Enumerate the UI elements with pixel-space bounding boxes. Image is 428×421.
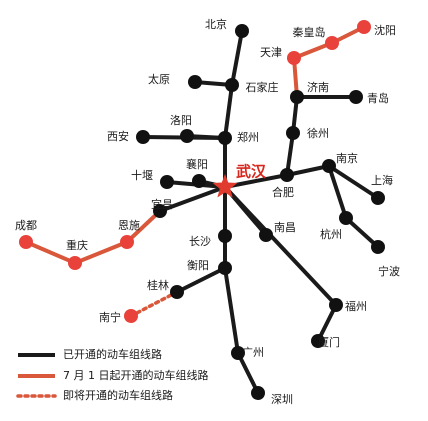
station-dot-xiangyang (192, 174, 206, 188)
hub-star-icon (212, 174, 238, 198)
city-label-xuzhou: 徐州 (307, 126, 329, 140)
city-label-shenyang: 沈阳 (374, 23, 396, 37)
station-dot-zhengzhou (218, 131, 232, 145)
city-label-chongqing: 重庆 (66, 238, 88, 252)
city-label-jinan: 济南 (307, 80, 329, 94)
city-label-chengdu: 成都 (15, 219, 37, 232)
city-label-hefei: 合肥 (272, 185, 294, 199)
city-label-tianjin: 天津 (260, 46, 282, 59)
station-dot-hangzhou (339, 211, 353, 225)
route-line-opened (223, 95, 299, 189)
city-label-xian: 西安 (107, 129, 129, 143)
station-dot-qinhuangdao (325, 36, 339, 50)
nodes-layer (19, 20, 385, 400)
station-dot-fuzhou (329, 298, 343, 312)
city-label-nanning: 南宁 (99, 310, 121, 324)
city-label-hengyang: 衡阳 (187, 259, 209, 272)
station-dot-beijing (235, 24, 249, 38)
city-label-qingdao: 青岛 (367, 91, 389, 105)
station-dot-guilin (170, 285, 184, 299)
station-dot-xiamen (311, 334, 325, 348)
city-label-shanghai: 上海 (371, 173, 393, 187)
route-line-planned (129, 290, 179, 318)
hub-layer: 武汉 (212, 163, 267, 198)
station-dot-yichang (153, 204, 167, 218)
city-label-ningbo: 宁波 (378, 264, 400, 278)
city-label-guangzhou: 广州 (242, 346, 264, 359)
city-label-xiangyang: 襄阳 (186, 157, 208, 171)
station-dot-enshi (120, 235, 134, 249)
city-label-taiyuan: 太原 (148, 73, 170, 86)
city-label-enshi: 恩施 (118, 219, 140, 232)
route-line-opened (223, 29, 244, 189)
station-dot-chengdu (19, 235, 33, 249)
station-dot-taiyuan (188, 75, 202, 89)
station-dot-chongqing (68, 256, 82, 270)
station-dot-shanghai (371, 191, 385, 205)
station-dot-hefei (280, 168, 294, 182)
city-label-shijiazhuang: 石家庄 (246, 80, 279, 94)
station-dot-shenzhen (251, 386, 265, 400)
station-dot-nanjing (322, 159, 336, 173)
city-label-qinhuangdao: 秦皇岛 (293, 25, 326, 39)
station-dot-luoyang (180, 129, 194, 143)
station-dot-jinan (290, 90, 304, 104)
station-dot-tianjin (287, 51, 301, 65)
station-dot-nanning (124, 309, 138, 323)
city-label-luoyang: 洛阳 (170, 113, 192, 127)
city-label-changsha: 长沙 (189, 235, 211, 248)
city-label-shiyan: 十堰 (131, 168, 153, 182)
station-dot-ningbo (371, 240, 385, 254)
route-line-opened (158, 185, 227, 213)
station-dot-guangzhou (231, 346, 245, 360)
city-label-beijing: 北京 (205, 17, 227, 31)
station-dot-changsha (218, 229, 232, 243)
station-dot-xian (136, 130, 150, 144)
city-label-xiamen: 厦门 (318, 335, 340, 349)
station-dot-shiyan (160, 175, 174, 189)
station-dot-shenyang (357, 20, 371, 34)
city-label-shenzhen: 深圳 (271, 393, 293, 406)
city-label-yichang: 宜昌 (151, 197, 173, 211)
city-label-guilin: 桂林 (147, 278, 169, 292)
legend-label-planned: 即将开通的动车组线路 (63, 388, 173, 402)
route-line-opened (223, 185, 338, 343)
route-line-opening_jul1 (24, 209, 162, 265)
route-line-opening_jul1 (292, 25, 366, 99)
station-dot-xuzhou (286, 126, 300, 140)
station-dot-shijiazhuang (225, 78, 239, 92)
station-dot-hengyang (218, 261, 232, 275)
city-label-fuzhou: 福州 (345, 299, 367, 313)
city-label-hangzhou: 杭州 (320, 227, 342, 241)
city-label-zhengzhou: 郑州 (237, 130, 259, 144)
hub-label: 武汉 (236, 163, 267, 181)
legend-label-opening_jul1: 7 月 1 日起开通的动车组线路 (63, 368, 209, 382)
city-label-nanchang: 南昌 (274, 221, 296, 234)
city-label-nanjing: 南京 (336, 151, 358, 165)
station-dot-nanchang (259, 228, 273, 242)
station-dot-qingdao (349, 90, 363, 104)
route-line-opened (175, 266, 227, 294)
legend-label-opened: 已开通的动车组线路 (63, 347, 162, 361)
